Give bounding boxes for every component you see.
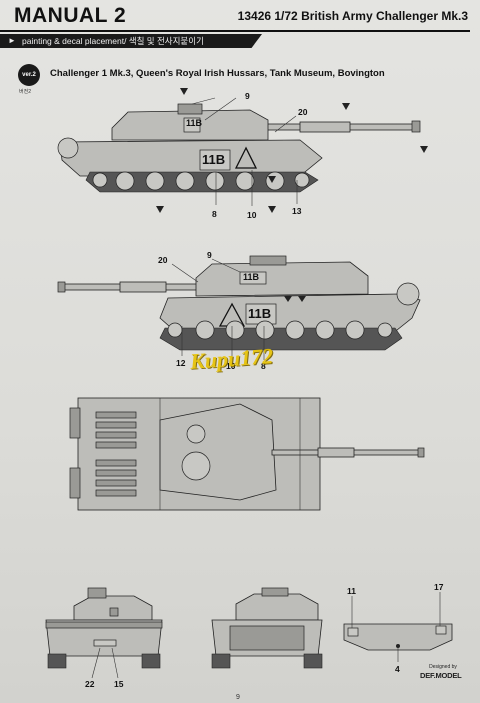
- track: [159, 327, 403, 351]
- turret-rear: [235, 593, 319, 621]
- stowage-box: [183, 117, 201, 133]
- stowage-drum: [396, 282, 420, 306]
- tank-front-view: [45, 587, 163, 679]
- hull-marking-left: 11B: [202, 152, 226, 167]
- marker-triangle: [268, 206, 276, 213]
- callout-12: 12: [176, 358, 186, 368]
- loader-hatch: [186, 424, 206, 444]
- turret-marking-left: 11B: [186, 118, 203, 128]
- callout-9: 9: [245, 91, 250, 101]
- front-plate-marking: [93, 639, 117, 647]
- scheme-caption: Challenger 1 Mk.3, Queen's Royal Irish H…: [50, 68, 385, 79]
- callout-9: 9: [207, 250, 212, 260]
- marker-triangle: [420, 146, 428, 153]
- designer-credit: Designed by: [429, 664, 457, 670]
- callout-17: 17: [434, 582, 444, 592]
- product-title: 13426 1/72 British Army Challenger Mk.3: [237, 9, 468, 23]
- section-banner: ► painting & decal placement/ 색칠 및 전사지붙이…: [0, 34, 262, 48]
- marker-triangle: [284, 296, 292, 302]
- callout-11: 11: [347, 586, 356, 596]
- tank-side-view-left: [57, 88, 428, 213]
- fume-extractor: [119, 281, 167, 293]
- rear-plate-detail: [343, 592, 453, 662]
- marker-triangle: [298, 296, 306, 302]
- page-number: 9: [236, 694, 240, 701]
- callout-15: 15: [114, 679, 124, 689]
- page-header: MANUAL 2 13426 1/72 British Army Challen…: [0, 0, 480, 34]
- callout-8: 8: [212, 209, 217, 219]
- marker-triangle: [156, 206, 164, 213]
- left-track-front: [47, 653, 67, 669]
- turret-marking-right: 11B: [243, 272, 260, 282]
- marker-triangle: [268, 176, 276, 183]
- callout-20: 20: [298, 107, 308, 117]
- callout-8: 8: [261, 361, 266, 371]
- callout-20: 20: [158, 255, 168, 265]
- stowage-box: [239, 271, 267, 285]
- callout-13: 13: [292, 206, 302, 216]
- hull-marking-panel: [199, 149, 231, 171]
- version-badge: ver.2: [18, 64, 40, 86]
- gun-mantlet: [109, 607, 119, 617]
- hull: [59, 139, 323, 177]
- engine-deck-grilles: [95, 411, 137, 497]
- hull-marking-right: 11B: [248, 306, 272, 321]
- turret-top: [159, 403, 277, 501]
- triangle-marking: [234, 146, 258, 169]
- section-label: painting & decal placement/ 색칠 및 전사지붙이기: [22, 36, 204, 46]
- commander-cupola: [177, 103, 203, 115]
- stowage-drum: [57, 137, 79, 159]
- arrow-icon: ►: [8, 36, 16, 45]
- version-korean: 버전2: [19, 89, 31, 95]
- callout-22: 22: [85, 679, 95, 689]
- track: [85, 171, 319, 193]
- marker-triangle: [342, 103, 350, 110]
- fume-extractor: [299, 121, 351, 133]
- right-track-front: [141, 653, 161, 669]
- callout-10: 10: [226, 361, 236, 371]
- manual-title: MANUAL 2: [14, 4, 127, 27]
- tank-top-view: [69, 397, 425, 511]
- callout-4: 4: [395, 664, 400, 674]
- brand-logo: DEF.MODEL: [420, 671, 462, 680]
- muzzle: [57, 281, 66, 293]
- muzzle: [411, 120, 421, 133]
- marker-triangle: [180, 88, 188, 95]
- tank-rear-view: [211, 587, 323, 669]
- turret: [195, 261, 369, 297]
- rear-stowage: [229, 625, 305, 651]
- road-wheels: [92, 171, 310, 191]
- callout-10: 10: [247, 210, 257, 220]
- tank-side-view-right: [57, 255, 421, 360]
- rear-plate: [343, 623, 453, 651]
- header-rule: [0, 30, 470, 32]
- road-wheels: [167, 320, 393, 340]
- commander-cupola: [249, 255, 287, 266]
- commander-hatch: [181, 451, 211, 481]
